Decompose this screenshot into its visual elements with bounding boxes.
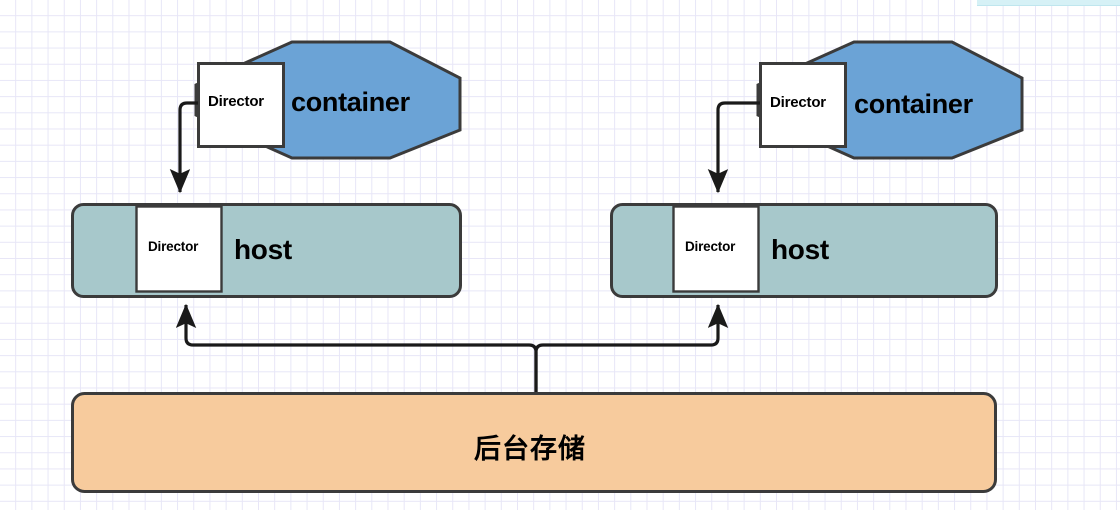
top-strip-decoration (977, 0, 1120, 6)
edge-container-left-to-host-left-line (169, 101, 198, 194)
director-host-right-shape[interactable] (672, 205, 760, 293)
edge-storage-to-host-right-line (534, 303, 729, 392)
director-container-left-shape[interactable] (197, 62, 285, 148)
host-right-shape[interactable] (610, 203, 998, 298)
edge-storage-to-host-left-line (175, 303, 538, 392)
backend-storage-shape[interactable] (71, 392, 997, 493)
host-left-shape[interactable] (71, 203, 462, 298)
director-container-right-shape[interactable] (759, 62, 847, 148)
director-host-left-shape[interactable] (135, 205, 223, 293)
edge-container-right-to-host-right-line (707, 101, 760, 194)
